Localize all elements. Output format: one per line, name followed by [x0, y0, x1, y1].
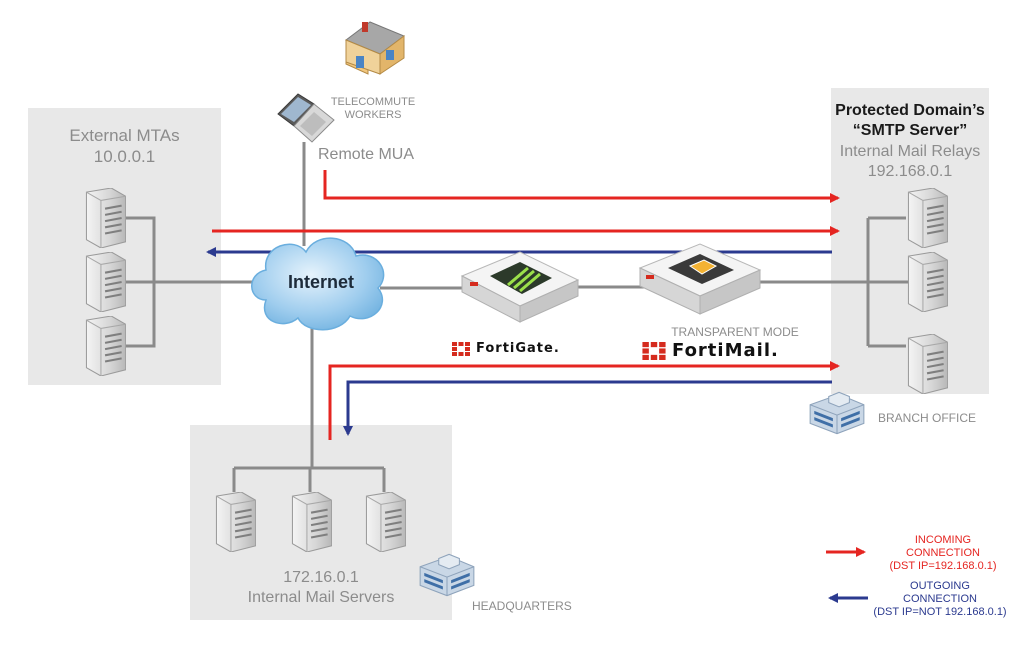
- network-links: [124, 142, 922, 492]
- fortigate-appliance-icon: [460, 251, 580, 323]
- legend-outgoing-line3: (DST IP=NOT 192.168.0.1): [873, 606, 1007, 618]
- protected-domain-line1: Protected Domain’s: [835, 102, 985, 119]
- legend-outgoing-line1: OUTGOING: [910, 580, 970, 592]
- remote-mua-label: Remote MUA: [318, 146, 415, 163]
- incoming-arrow-headquarters: [328, 361, 840, 440]
- legend-incoming-line1: INCOMING: [914, 534, 972, 546]
- branch-office-building-icon: [809, 391, 865, 435]
- server-icon: [85, 188, 126, 248]
- legend-incoming-line3: (DST IP=192.168.0.1): [889, 560, 997, 572]
- fortinet-logo-icon: [452, 341, 470, 356]
- incoming-arrow-remote-mua: [323, 170, 840, 203]
- server-icon: [85, 316, 126, 376]
- server-icon: [85, 252, 126, 312]
- internet-cloud-icon: [251, 237, 385, 331]
- fortimail-logo: FortiMail.: [642, 340, 779, 361]
- external-mtas-title: External MTAs: [69, 126, 180, 145]
- house-icon: [344, 21, 406, 75]
- protected-domain-line2: “SMTP Server”: [852, 122, 968, 139]
- outgoing-arrow-headquarters: [343, 380, 832, 436]
- protected-domain-ip: 192.168.0.1: [867, 163, 953, 180]
- legend-incoming-line2: CONNECTION: [906, 547, 980, 559]
- protected-domain-line3: Internal Mail Relays: [839, 143, 981, 160]
- fortimail-brand-text: FortiMail.: [672, 340, 779, 361]
- internal-mail-servers-ip: 172.16.0.1: [283, 569, 359, 586]
- fortinet-logo-icon: [642, 341, 666, 360]
- telecommute-label-line1: TELECOMMUTE: [330, 96, 416, 108]
- server-icon: [907, 252, 948, 312]
- internet-label: Internet: [287, 272, 354, 292]
- external-mtas-ip: 10.0.0.1: [93, 147, 156, 166]
- server-icon: [365, 492, 406, 552]
- server-icon: [907, 188, 948, 248]
- laptop-icon: [277, 93, 335, 143]
- server-icon: [215, 492, 256, 552]
- fortigate-logo: FortiGate.: [452, 341, 560, 356]
- fortimail-appliance-icon: [638, 243, 762, 315]
- transparent-mode-label: TRANSPARENT MODE: [671, 325, 799, 339]
- telecommute-label-line2: WORKERS: [344, 109, 402, 121]
- legend-outgoing-line2: CONNECTION: [903, 593, 977, 605]
- branch-office-label: BRANCH OFFICE: [878, 411, 977, 425]
- server-icon: [907, 334, 948, 394]
- internal-mail-servers-title: Internal Mail Servers: [247, 589, 395, 606]
- server-icon: [291, 492, 332, 552]
- headquarters-label: HEADQUARTERS: [472, 599, 572, 613]
- fortigate-brand-text: FortiGate.: [476, 341, 560, 356]
